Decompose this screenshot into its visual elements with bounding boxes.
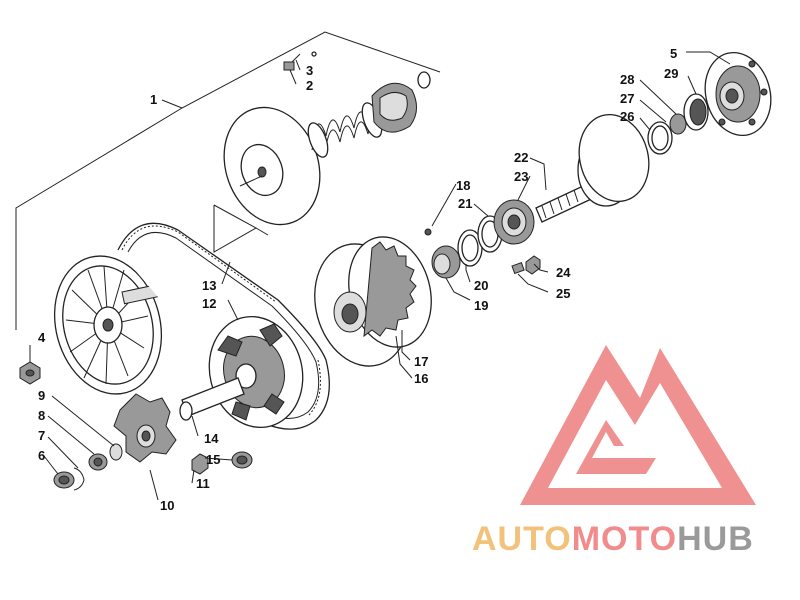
leader-lines [29,51,731,501]
callouts: 1 2 3 4 5 6 7 8 9 10 11 12 13 14 15 16 1… [38,46,678,513]
callout-24: 24 [556,265,571,280]
callout-12: 12 [202,296,216,311]
brand-hub: HUB [677,520,754,558]
drive-sheave-part [223,106,321,226]
callout-17: 17 [414,354,428,369]
callout-16: 16 [414,371,428,386]
small-parts-6-9 [53,443,123,491]
logo-inner-triangle [576,420,656,474]
callout-20: 20 [474,278,488,293]
callout-13: 13 [202,278,216,293]
callout-29: 29 [664,66,678,81]
callout-7: 7 [38,428,45,443]
callout-28: 28 [620,72,634,87]
rings-19-21 [431,215,503,279]
callout-4: 4 [38,330,46,345]
callout-3: 3 [306,63,313,78]
callout-14: 14 [204,431,219,446]
callout-21: 21 [458,196,472,211]
callout-18: 18 [456,178,470,193]
callout-8: 8 [38,408,45,423]
cam-part-10 [113,393,177,463]
spider-cap-part [371,71,431,133]
callout-27: 27 [620,91,634,106]
shaft-22 [535,113,650,223]
callout-26: 26 [620,109,634,124]
spring-part [307,102,383,158]
callout-9: 9 [38,388,45,403]
callout-15: 15 [206,452,220,467]
callout-11: 11 [196,476,210,491]
rings-26-29 [647,93,709,155]
brand-moto: MOTO [572,520,677,558]
sheave-part-16-17 [314,228,432,367]
callout-25: 25 [556,286,570,301]
callout-2: 2 [306,78,313,93]
small-parts-11-15 [191,451,253,475]
callout-6: 6 [38,448,45,463]
driven-movable-sheave-part [179,315,304,429]
svg-text:AUTOMOTOHUB: AUTOMOTOHUB [472,520,754,558]
bearing-23 [493,199,535,245]
nut-part-4 [19,361,41,385]
callout-22: 22 [514,150,528,165]
callout-1: 1 [150,92,157,107]
screw-parts-2-3 [283,51,317,71]
callout-10: 10 [160,498,174,513]
brand-auto: AUTO [472,520,572,558]
gear-hub-5 [704,51,772,137]
callout-19: 19 [474,298,488,313]
callout-5: 5 [670,46,677,61]
automotohub-wordmark: AUTOMOTOHUB [472,520,754,558]
callout-23: 23 [514,169,528,184]
bolts-24-25 [511,255,541,275]
automotohub-logo [520,345,756,505]
